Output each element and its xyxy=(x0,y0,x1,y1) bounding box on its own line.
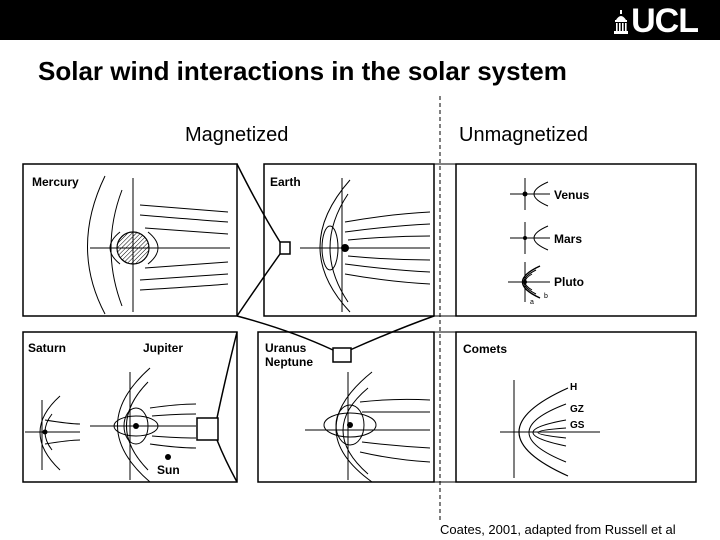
saturn-label: Saturn xyxy=(28,341,66,355)
comet-boundary-lines xyxy=(500,380,600,478)
jupiter-label: Jupiter xyxy=(143,341,183,355)
venus-mars-pluto-panel xyxy=(455,163,697,317)
comets-panel xyxy=(455,331,697,483)
mercury-panel xyxy=(22,163,238,317)
uranus-label: Uranus xyxy=(265,341,307,355)
comet-gz-label: GZ xyxy=(570,404,584,415)
magnetized-heading: Magnetized xyxy=(185,124,289,146)
uranus-field-lines xyxy=(305,371,431,483)
earth-field-lines xyxy=(300,178,431,313)
earth-panel xyxy=(263,163,435,317)
sun-marker xyxy=(165,454,171,460)
mars-label: Mars xyxy=(554,232,582,246)
venus-label: Venus xyxy=(554,188,590,202)
comet-gs-label: GS xyxy=(570,420,585,431)
zoom-connectors xyxy=(196,163,435,483)
neptune-label: Neptune xyxy=(265,355,313,369)
earth-planet xyxy=(341,244,349,252)
credit-text: Coates, 2001, adapted from Russell et al xyxy=(440,522,676,537)
mercury-label: Mercury xyxy=(32,175,79,189)
comet-h-label: H xyxy=(570,382,577,393)
unmagnetized-heading: Unmagnetized xyxy=(459,124,588,146)
slide-title: Solar wind interactions in the solar sys… xyxy=(38,56,567,86)
logo-text: UCL xyxy=(631,2,699,40)
ucl-logo: UCL xyxy=(613,2,699,40)
pluto-b-label: b xyxy=(544,293,548,300)
pluto-a-label: a xyxy=(530,299,534,306)
comets-label: Comets xyxy=(463,342,507,356)
earth-label: Earth xyxy=(270,175,301,189)
unmagnetized-planet-diagrams xyxy=(508,178,550,302)
ucl-dome-icon xyxy=(613,8,629,36)
uranus-neptune-panel xyxy=(257,331,435,483)
jupiter-field-lines xyxy=(90,367,197,483)
saturn-field-lines xyxy=(25,395,81,471)
mercury-field-lines xyxy=(87,175,230,315)
header-bar: UCL xyxy=(0,0,720,40)
saturn-jupiter-panel xyxy=(22,331,238,483)
sun-label: Sun xyxy=(157,463,180,477)
mercury-planet xyxy=(116,231,150,265)
pluto-label: Pluto xyxy=(554,275,584,289)
